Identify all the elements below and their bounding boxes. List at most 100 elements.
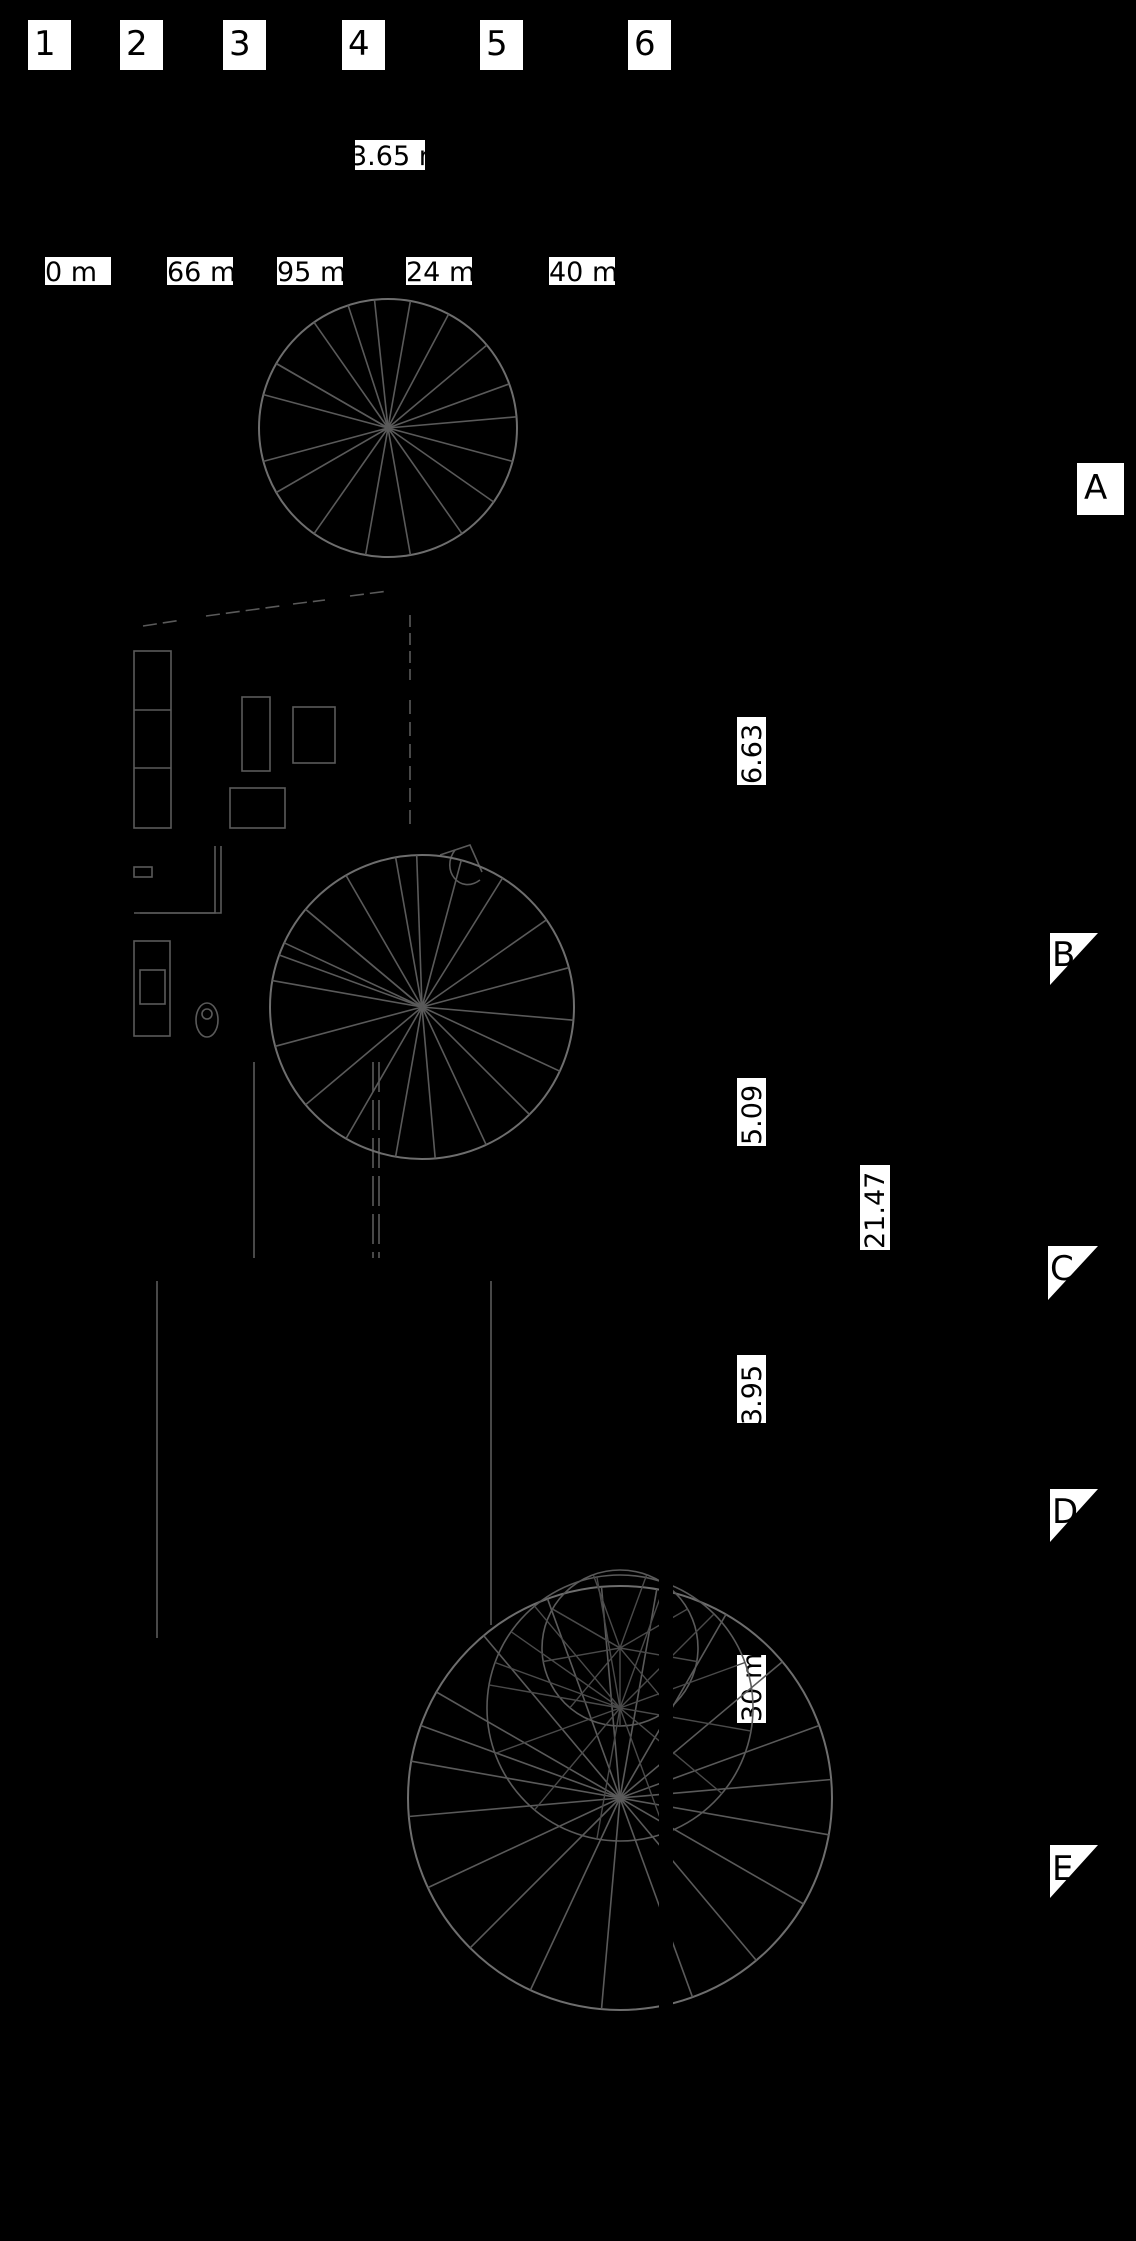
canopy-spoke — [552, 1608, 621, 1649]
canopy-spoke — [619, 1797, 757, 1961]
svg-text:66 m: 66 m — [167, 257, 236, 288]
vertical-dimensions: 6.63 5.09 21.47 3.95 r 30 m — [737, 717, 891, 1723]
canopy-spoke — [421, 1006, 561, 1072]
dimension-ab: 6.63 — [737, 717, 768, 785]
canopy-spoke — [421, 859, 463, 1008]
tree-canopy-middle — [269, 854, 575, 1160]
canopy-spoke — [387, 383, 510, 429]
canopy-spoke — [421, 877, 504, 1008]
grid-row-c: C — [1048, 1246, 1098, 1300]
canopy-spoke — [305, 908, 423, 1008]
grid-column-1: 1 — [28, 20, 71, 70]
canopy-spoke — [596, 1707, 621, 1840]
canopy-spoke — [394, 1006, 423, 1157]
canopy-spoke — [278, 954, 423, 1008]
canopy-spoke — [274, 1006, 423, 1048]
canopy-spoke — [619, 1707, 752, 1732]
svg-text:E: E — [1052, 1849, 1073, 1889]
tree-canopy-top — [258, 298, 518, 558]
canopy-spoke — [408, 1797, 621, 1818]
canopy-spoke — [596, 1576, 621, 1709]
canopy-spoke — [427, 1797, 621, 1889]
canopy-spoke — [421, 1006, 531, 1116]
canopy-spoke — [345, 1006, 423, 1140]
canopy-spoke — [600, 1797, 621, 2010]
toilet-outline — [195, 1002, 219, 1038]
svg-text:5.09: 5.09 — [737, 1085, 768, 1145]
canopy-spoke — [494, 1661, 621, 1709]
svg-text:4: 4 — [348, 24, 370, 64]
svg-text:0 m: 0 m — [45, 257, 97, 288]
dimension-span-1: 0 m — [45, 257, 111, 288]
dimension-span-4: 24 m — [406, 257, 475, 288]
canopy-spoke — [345, 874, 423, 1008]
canopy-spoke — [387, 300, 412, 429]
svg-text:C: C — [1050, 1249, 1074, 1289]
canopy-spoke — [347, 305, 389, 429]
partition-wall — [134, 846, 222, 914]
svg-text:1: 1 — [34, 24, 56, 64]
canopy-spoke — [275, 362, 389, 429]
canopy-spoke — [387, 416, 517, 429]
svg-text:2: 2 — [126, 24, 148, 64]
canopy-spoke — [483, 1635, 621, 1799]
canopy-spoke — [305, 1006, 423, 1106]
grid-row-e: E — [1050, 1845, 1098, 1898]
canopy-spoke — [373, 299, 389, 429]
dimension-span-3: 95 m — [277, 257, 346, 288]
lower-walls — [156, 1281, 492, 1638]
armchair-outline — [292, 706, 336, 764]
grid-column-2: 2 — [120, 20, 163, 70]
grid-row-b: B — [1050, 933, 1098, 985]
canopy-spoke — [546, 1598, 621, 1799]
canopy-spoke — [263, 393, 389, 429]
canopy-spoke — [533, 1605, 621, 1709]
canopy-spoke — [411, 1760, 621, 1799]
canopy-spoke — [569, 1647, 621, 1709]
svg-text:40 m: 40 m — [549, 257, 618, 288]
svg-text:3: 3 — [229, 24, 251, 64]
svg-text:5: 5 — [486, 24, 508, 64]
canopy-spoke — [619, 1661, 746, 1709]
canopy-spoke — [469, 1797, 621, 1949]
canopy-spoke — [421, 919, 547, 1008]
tree-canopy-lower — [407, 1569, 833, 2020]
grid-row-a: A — [1077, 463, 1124, 515]
dimension-cd: 3.95 r — [737, 1344, 768, 1425]
canopy-spoke — [275, 427, 389, 494]
canopy-spoke — [420, 1724, 621, 1799]
canopy-spoke — [619, 1797, 694, 1998]
row-grid-labels: A B C D E — [1048, 463, 1124, 1898]
cabinet-outline — [133, 650, 172, 829]
canopy-spoke — [421, 966, 570, 1008]
grid-row-d: D — [1050, 1489, 1098, 1542]
canopy-spoke — [619, 1797, 804, 1905]
canopy-spoke — [387, 427, 495, 503]
svg-text:B: B — [1052, 935, 1075, 975]
dimension-span-5: 40 m — [549, 257, 618, 288]
canopy-spoke — [510, 1631, 621, 1709]
dimension-overall-vertical: 21.47 — [860, 1165, 891, 1250]
canopy-spoke — [421, 1006, 487, 1146]
svg-text:95 m: 95 m — [277, 257, 346, 288]
dimension-span-2: 66 m — [167, 257, 236, 288]
svg-text:6: 6 — [634, 24, 656, 64]
canopy-spoke — [313, 321, 389, 429]
canopy-spoke — [283, 942, 423, 1008]
svg-text:21.47: 21.47 — [860, 1172, 891, 1249]
grid-column-4: 4 — [342, 20, 385, 70]
canopy-spoke — [394, 857, 423, 1008]
dimension-bc: 5.09 — [737, 1078, 768, 1146]
canopy-spoke — [421, 1006, 436, 1159]
canopy-spoke — [592, 1574, 621, 1649]
svg-text:3.95 r: 3.95 r — [737, 1344, 768, 1425]
interior-layout — [133, 615, 483, 1258]
canopy-spoke — [387, 427, 463, 535]
canopy-spoke — [421, 1006, 574, 1021]
grid-column-3: 3 — [223, 20, 266, 70]
svg-text:6.63: 6.63 — [737, 724, 768, 784]
svg-text:3.65 r: 3.65 r — [350, 141, 431, 172]
svg-text:24 m: 24 m — [406, 257, 475, 288]
canopy-spoke — [619, 1724, 820, 1799]
